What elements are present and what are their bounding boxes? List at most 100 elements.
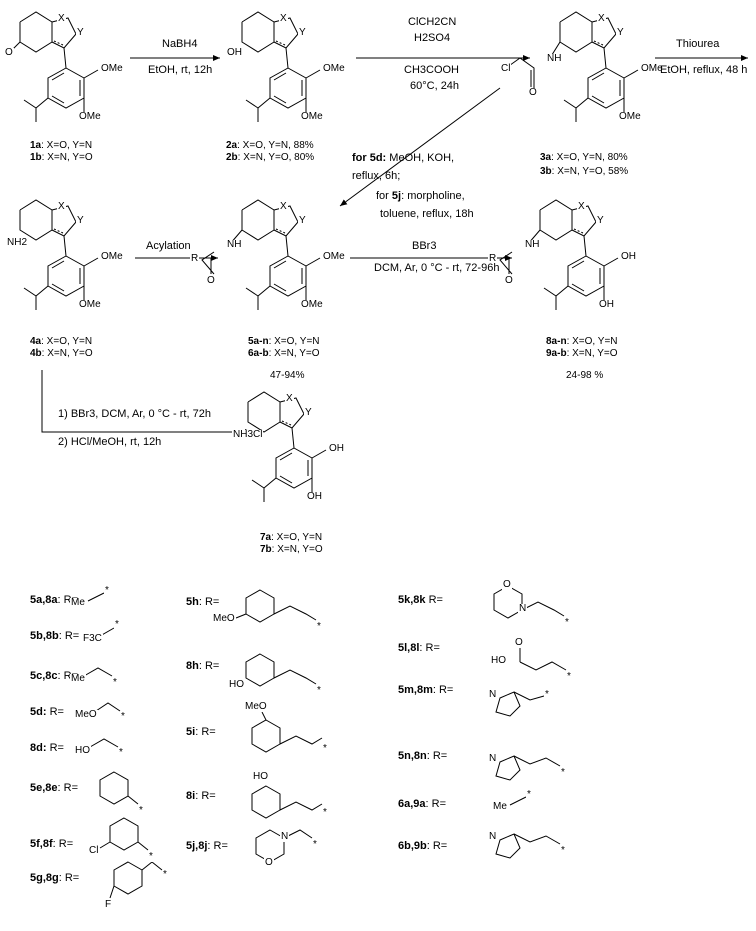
star: * xyxy=(316,621,322,632)
atom-meo: MeO xyxy=(244,701,268,712)
atom-oh: OH xyxy=(620,251,637,262)
atom-x: X xyxy=(577,201,586,212)
atom-me: Me xyxy=(70,673,86,684)
atom-y: Y xyxy=(76,27,85,38)
rgroup-8h: 8h: R= xyxy=(186,660,220,672)
star: * xyxy=(316,685,322,696)
atom-ome: OMe xyxy=(300,111,324,122)
star: * xyxy=(322,743,328,754)
structure-1 xyxy=(11,11,99,123)
star: * xyxy=(114,619,120,630)
label-2b: 2b: X=N, Y=O, 80% xyxy=(226,152,315,163)
atom-o: O xyxy=(528,87,538,98)
label-7b: 7b: X=N, Y=O xyxy=(260,544,323,555)
rgroup-5l: 5l,8l: R= xyxy=(398,642,440,654)
star: * xyxy=(138,805,144,816)
label-5: 5a-n: X=O, Y=N xyxy=(248,336,320,347)
atom-y: Y xyxy=(616,27,625,38)
label-3b: 3b: X=N, Y=O, 58% xyxy=(540,166,629,177)
rgroup-8d: 8d: R= xyxy=(30,742,64,754)
rgroup-5m: 5m,8m: R= xyxy=(398,684,454,696)
atom-meo: MeO xyxy=(74,709,98,720)
rgroup-5f: 5f,8f: R= xyxy=(30,838,74,850)
rgroup-5d: 5d: R= xyxy=(30,706,64,718)
conditions-5j: for 5j: morpholine, xyxy=(376,190,465,202)
atom-o: O xyxy=(264,857,274,868)
atom-n: N xyxy=(280,831,290,842)
star: * xyxy=(312,839,318,850)
conditions-step3: EtOH, reflux, 48 h xyxy=(660,64,748,76)
atom-oh: OH xyxy=(226,47,243,58)
star: * xyxy=(544,689,550,700)
reagent-bbr3: BBr3 xyxy=(412,240,437,252)
reagent-nabh4: NaBH4 xyxy=(162,38,198,50)
atom-ome: OMe xyxy=(322,63,346,74)
atom-f3c: F3C xyxy=(82,633,103,644)
atom-ome: OMe xyxy=(78,111,102,122)
star: * xyxy=(560,845,566,856)
label-8: 8a-n: X=O, Y=N xyxy=(546,336,618,347)
yield-8-9: 24-98 % xyxy=(566,370,604,381)
atom-x: X xyxy=(279,13,288,24)
rgroup-5n: 5n,8n: R= xyxy=(398,750,448,762)
atom-o: O xyxy=(502,579,512,590)
atom-ome: OMe xyxy=(322,251,346,262)
atom-y: Y xyxy=(596,215,605,226)
conditions-bbr3: DCM, Ar, 0 °C - rt, 72-96h xyxy=(374,262,500,274)
atom-o: O xyxy=(514,637,524,648)
atom-me: Me xyxy=(70,597,86,608)
atom-ome: OMe xyxy=(78,299,102,310)
atom-x: X xyxy=(279,201,288,212)
atom-ome: OMe xyxy=(100,251,124,262)
rgroup-8i: 8i: R= xyxy=(186,790,216,802)
atom-y: Y xyxy=(298,27,307,38)
r-group-drawings xyxy=(83,585,567,899)
star: * xyxy=(322,807,328,818)
conditions-step2: 60°C, 24h xyxy=(410,80,460,92)
rgroup-6a: 6a,9a: R= xyxy=(398,798,447,810)
star: * xyxy=(526,789,532,800)
structure-7 xyxy=(247,391,327,503)
atom-ho: HO xyxy=(252,771,269,782)
atom-y: Y xyxy=(304,407,313,418)
reagent-clch2cn: ClCH2CN xyxy=(408,16,457,28)
atom-f: F xyxy=(104,899,113,910)
atom-y: Y xyxy=(298,215,307,226)
atom-x: X xyxy=(285,393,294,404)
atom-o: O xyxy=(4,47,14,58)
label-1a: 1a: X=O, Y=N xyxy=(30,140,93,151)
star: * xyxy=(564,617,570,628)
star: * xyxy=(120,711,126,722)
reagent-thiourea: Thiourea xyxy=(676,38,720,50)
reagent-h2so4: H2SO4 xyxy=(414,32,451,44)
reagent-ch3cooh: CH3COOH xyxy=(404,64,460,76)
atom-r: R xyxy=(190,253,200,264)
atom-ho: HO xyxy=(228,679,245,690)
atom-ome: OMe xyxy=(618,111,642,122)
arrow-step8 xyxy=(41,370,252,435)
atom-ome: OMe xyxy=(300,299,324,310)
star: * xyxy=(104,585,110,596)
atom-ho: HO xyxy=(490,655,507,666)
label-4b: 4b: X=N, Y=O xyxy=(30,348,93,359)
atom-ome: OMe xyxy=(100,63,124,74)
atom-oh: OH xyxy=(306,491,323,502)
atom-n: N xyxy=(488,689,498,700)
structure-4 xyxy=(19,199,99,311)
rgroup-5g: 5g,8g: R= xyxy=(30,872,80,884)
atom-nh: NH xyxy=(546,53,563,64)
atom-n: N xyxy=(488,753,498,764)
atom-y: Y xyxy=(76,215,85,226)
atom-o: O xyxy=(504,275,514,286)
conditions-step8-line2: 2) HCl/MeOH, rt, 12h xyxy=(58,436,162,448)
atom-x: X xyxy=(57,13,66,24)
star: * xyxy=(148,851,154,862)
atom-nh: NH xyxy=(226,239,243,250)
rgroup-5h: 5h: R= xyxy=(186,596,220,608)
rgroup-5k: 5k,8k R= xyxy=(398,594,443,606)
label-9: 9a-b: X=N, Y=O xyxy=(546,348,618,359)
arrow-step4 xyxy=(339,87,501,207)
conditions-step8-line1: 1) BBr3, DCM, Ar, 0 °C - rt, 72h xyxy=(58,408,211,420)
